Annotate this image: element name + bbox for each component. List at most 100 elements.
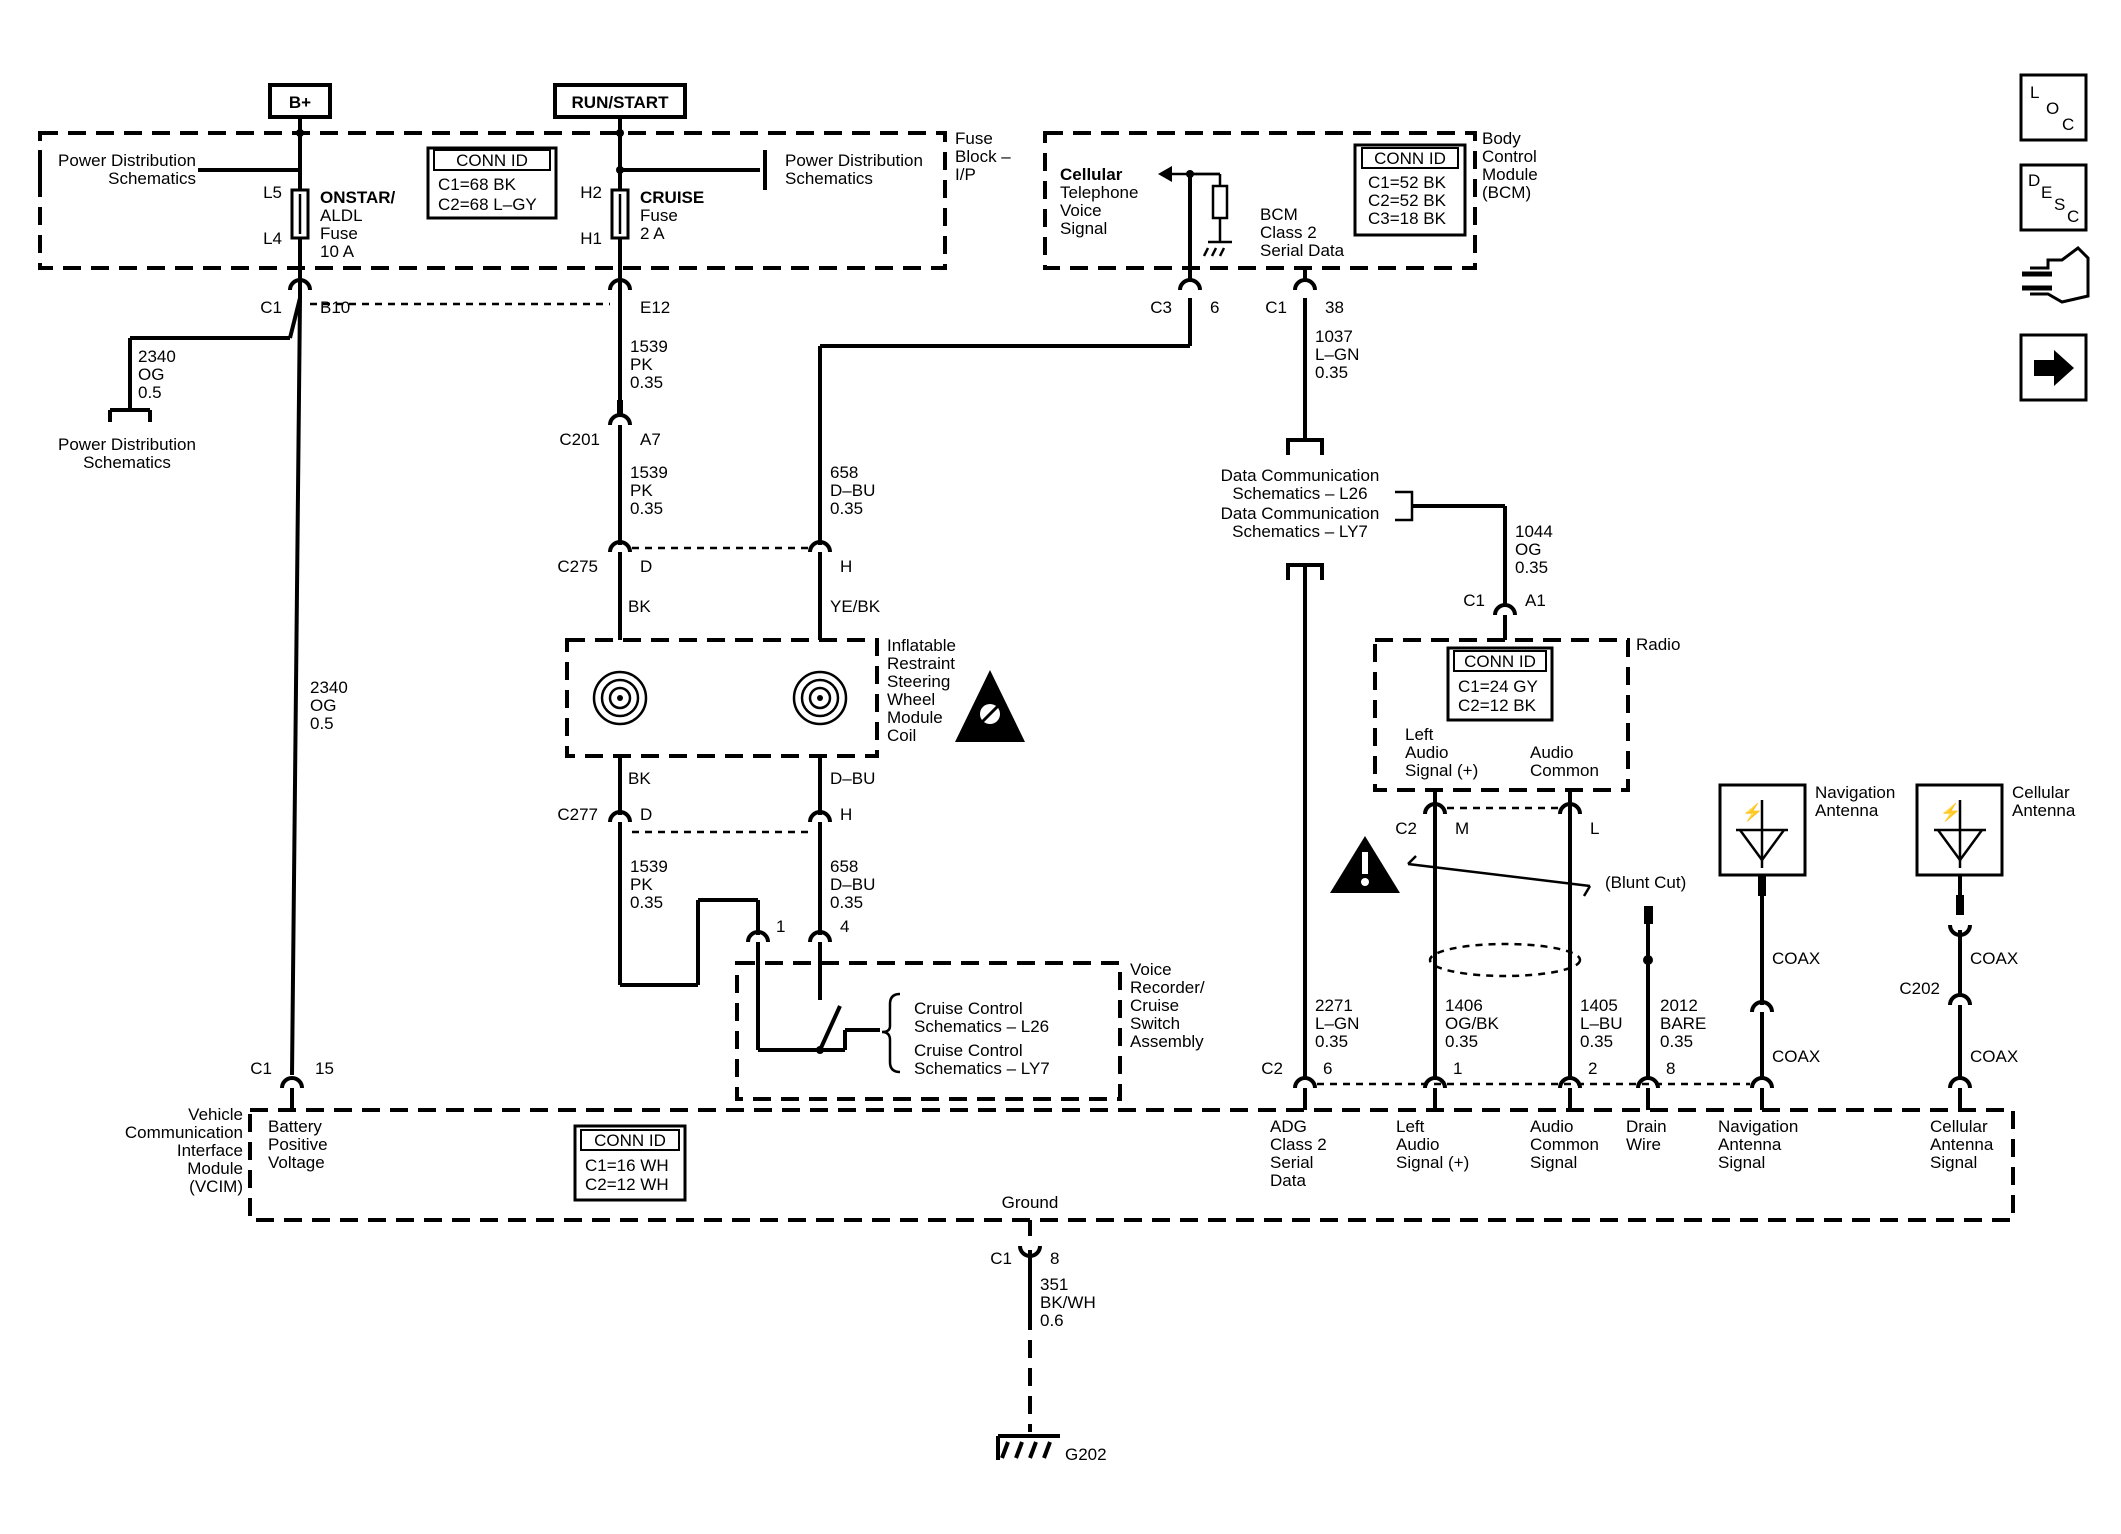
description-icon[interactable]: D E S C (2019, 163, 2088, 232)
svg-text:H2: H2 (580, 183, 602, 202)
svg-text:C2: C2 (1395, 819, 1417, 838)
svg-text:1037: 1037 (1315, 327, 1353, 346)
svg-text:2340: 2340 (310, 678, 348, 697)
svg-text:H: H (840, 805, 852, 824)
svg-text:Inflatable: Inflatable (887, 636, 956, 655)
svg-text:C1: C1 (250, 1059, 272, 1078)
data-communication-schematics-ref[interactable]: Data Communication Schematics – L26 Data… (1221, 466, 1380, 541)
svg-text:0.35: 0.35 (1580, 1032, 1613, 1051)
coax-label-cell-lower: COAX (1970, 1047, 2018, 1066)
coax-label-cell-upper: COAX (1970, 949, 2018, 968)
svg-text:Serial: Serial (1270, 1153, 1313, 1172)
svg-text:351: 351 (1040, 1275, 1068, 1294)
connector-c201: C201 A7 (559, 413, 661, 449)
radio-boundary (1373, 638, 1630, 792)
coil-module-boundary (565, 638, 879, 758)
coax-label-nav-lower: COAX (1772, 1047, 1820, 1066)
svg-text:Restraint: Restraint (887, 654, 955, 673)
location-icon[interactable]: L O C (2019, 73, 2088, 142)
svg-text:Cruise Control: Cruise Control (914, 999, 1023, 1018)
svg-text:Antenna: Antenna (2012, 801, 2076, 820)
airbag-warning-icon[interactable] (955, 670, 1025, 742)
svg-text:Steering: Steering (887, 672, 950, 691)
svg-text:S: S (2054, 195, 2065, 214)
svg-text:Control: Control (1482, 147, 1537, 166)
svg-text:A7: A7 (640, 430, 661, 449)
cruise-control-schematics-ref[interactable]: Cruise Control Schematics – L26 Cruise C… (914, 999, 1050, 1078)
svg-text:G202: G202 (1065, 1445, 1107, 1464)
svg-text:Body: Body (1482, 129, 1521, 148)
svg-text:Cruise Control: Cruise Control (914, 1041, 1023, 1060)
svg-text:0.35: 0.35 (1315, 1032, 1348, 1051)
svg-text:Telephone: Telephone (1060, 183, 1138, 202)
svg-text:M: M (1455, 819, 1469, 838)
svg-text:0.35: 0.35 (1315, 363, 1348, 382)
cellular-antenna: ⚡ Cellular Antenna (1915, 783, 2076, 877)
wire-658-dbu-a: 658 D–BU 0.35 (830, 463, 875, 518)
connector-c3-6: C3 6 (1150, 278, 1219, 317)
connector-c275: C275 D H (557, 540, 852, 576)
svg-text:Audio: Audio (1405, 743, 1448, 762)
svg-text:0.5: 0.5 (138, 383, 162, 402)
vcim-nav-signal-label: Navigation Antenna Signal (1718, 1117, 1798, 1172)
connector-c277: C277 D H (557, 805, 852, 834)
svg-text:38: 38 (1325, 298, 1344, 317)
radio-conn-id: CONN ID C1=24 GY C2=12 BK (1446, 646, 1554, 722)
svg-text:0.35: 0.35 (630, 373, 663, 392)
power-distribution-ref-left[interactable]: Power Distribution Schematics (58, 151, 196, 188)
svg-text:Switch: Switch (1130, 1014, 1180, 1033)
svg-text:Signal: Signal (1930, 1153, 1977, 1172)
power-distribution-ref-right[interactable]: Power Distribution Schematics (785, 151, 923, 188)
voice-recorder-pins: 1 4 (746, 917, 849, 943)
svg-text:1: 1 (1453, 1059, 1462, 1078)
svg-text:Block –: Block – (955, 147, 1011, 166)
svg-text:2340: 2340 (138, 347, 176, 366)
svg-text:L–GN: L–GN (1315, 345, 1359, 364)
coil-module-label: Inflatable Restraint Steering Wheel Modu… (887, 636, 956, 745)
svg-text:Common: Common (1530, 761, 1599, 780)
svg-text:CONN ID: CONN ID (1464, 652, 1536, 671)
connector-e12: E12 (608, 278, 670, 317)
svg-text:15: 15 (315, 1059, 334, 1078)
svg-text:Power Distribution: Power Distribution (58, 151, 196, 170)
svg-text:CRUISE: CRUISE (640, 188, 704, 207)
wire-1037-lgn: 1037 L–GN 0.35 (1315, 327, 1359, 382)
wire-dbu2-label: D–BU (830, 769, 875, 788)
wire-1405-lbu: 1405 L–BU 0.35 (1580, 996, 1623, 1051)
svg-text:0.5: 0.5 (310, 714, 334, 733)
svg-text:Voice: Voice (1130, 960, 1172, 979)
power-distribution-ref-bottom[interactable]: Power Distribution Schematics (58, 435, 196, 472)
svg-text:OG: OG (1515, 540, 1541, 559)
svg-text:CONN ID: CONN ID (594, 1131, 666, 1150)
svg-text:1539: 1539 (630, 337, 668, 356)
svg-text:Schematics – LY7: Schematics – LY7 (1232, 522, 1368, 541)
fuse-block-label: Fuse Block – I/P (955, 129, 1011, 184)
vcim-audio-common-label: Audio Common Signal (1530, 1117, 1599, 1172)
next-arrow-icon[interactable] (2019, 333, 2088, 402)
blunt-cut-label: (Blunt Cut) (1605, 873, 1686, 892)
svg-text:Schematics: Schematics (108, 169, 196, 188)
svg-text:658: 658 (830, 857, 858, 876)
vcim-battery-label: Battery Positive Voltage (268, 1117, 328, 1172)
svg-text:PK: PK (630, 481, 653, 500)
svg-text:(VCIM): (VCIM) (189, 1177, 243, 1196)
vcim-c1-15: C1 15 (250, 1059, 334, 1089)
svg-text:PK: PK (630, 355, 653, 374)
svg-text:ADG: ADG (1270, 1117, 1307, 1136)
connector-c1-a1: C1 A1 (1463, 591, 1546, 616)
svg-text:L–GN: L–GN (1315, 1014, 1359, 1033)
coax-label-nav-upper: COAX (1772, 949, 1820, 968)
connector-view-icon[interactable] (2022, 246, 2090, 304)
connector-c1-b10: C1 B10 (260, 278, 350, 317)
svg-text:Signal (+): Signal (+) (1396, 1153, 1469, 1172)
svg-text:Cellular: Cellular (2012, 783, 2070, 802)
svg-text:Module: Module (1482, 165, 1538, 184)
caution-icon[interactable] (1330, 836, 1400, 893)
svg-text:Antenna: Antenna (1930, 1135, 1994, 1154)
svg-text:Fuse: Fuse (640, 206, 678, 225)
svg-text:Class 2: Class 2 (1260, 223, 1317, 242)
svg-text:C2: C2 (1261, 1059, 1283, 1078)
svg-text:2 A: 2 A (640, 224, 665, 243)
svg-text:1406: 1406 (1445, 996, 1483, 1015)
wire-bk2-label: BK (628, 769, 651, 788)
